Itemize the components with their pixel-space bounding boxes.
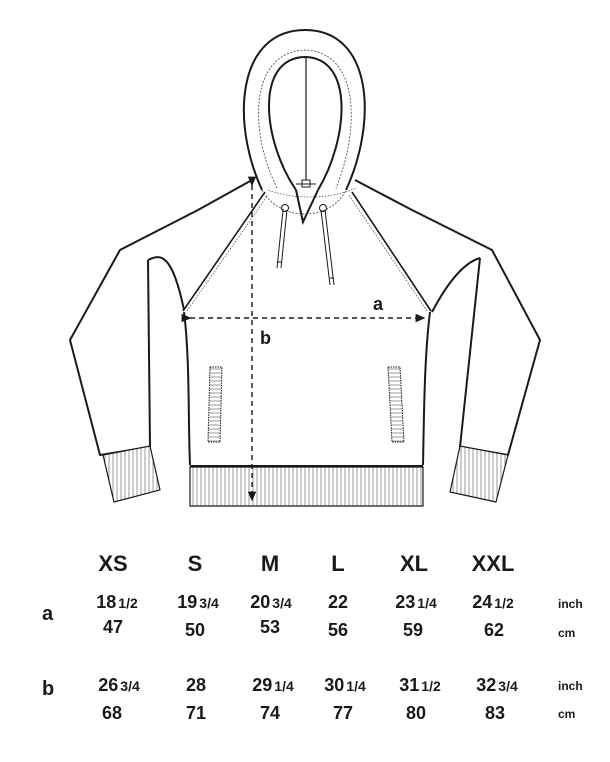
b-cm-s: 71 — [185, 703, 207, 723]
hood-outer — [242, 28, 366, 191]
value: 28 — [185, 675, 207, 695]
b-cm-xxl: 83 — [484, 703, 506, 723]
hoodie-diagram — [69, 28, 541, 507]
hood-stitching — [258, 49, 352, 189]
value: 19 — [177, 592, 198, 612]
right-cuff — [449, 445, 509, 503]
a-cm-xs: 47 — [102, 617, 124, 637]
pockets — [207, 366, 405, 443]
a-cm-xxl: 62 — [483, 620, 505, 640]
ribbing — [102, 445, 509, 507]
row-label-a: a — [42, 603, 54, 625]
b-inch-unit: inch — [558, 679, 583, 693]
value: 23 — [395, 592, 416, 612]
row-label-b: b — [42, 678, 55, 700]
left-cuff — [102, 445, 161, 503]
hem-band — [189, 466, 424, 507]
hood-inner — [268, 55, 343, 191]
fraction: 1/2 — [421, 678, 441, 694]
a-cm-xl: 59 — [402, 620, 424, 640]
a-cm-m: 53 — [259, 617, 281, 637]
a-cm-unit: cm — [558, 626, 576, 640]
size-header-xxl: XXL — [471, 551, 515, 576]
size-header-l: L — [331, 551, 345, 576]
value: 29 — [252, 675, 273, 695]
size-header-m: M — [260, 551, 280, 576]
a-inch-l: 22 — [328, 592, 348, 613]
measurement-label-b: b — [260, 328, 271, 348]
fraction: 1/2 — [118, 595, 138, 611]
size-header-xs: XS — [98, 551, 128, 576]
torso-right-side — [422, 311, 431, 466]
value: 26 — [98, 675, 119, 695]
b-cm-xl: 80 — [405, 703, 427, 723]
value: 22 — [327, 592, 349, 612]
b-cm-m: 74 — [259, 703, 281, 723]
torso-left-side — [183, 311, 191, 466]
drawstrings — [276, 204, 335, 286]
value: 18 — [96, 592, 117, 612]
left-pocket — [207, 366, 223, 443]
hood — [242, 28, 366, 226]
fraction: 3/4 — [199, 595, 219, 611]
measurement-label-a: a — [373, 294, 384, 314]
b-cm-xs: 68 — [101, 703, 123, 723]
value: 32 — [476, 675, 497, 695]
body-outline — [69, 179, 541, 467]
a-inch-unit: inch — [558, 597, 583, 611]
a-cm-l: 56 — [327, 620, 349, 640]
a-cm-s: 50 — [184, 620, 206, 640]
value: 31 — [399, 675, 420, 695]
fraction: 1/4 — [274, 678, 294, 694]
fraction: 1/2 — [494, 595, 514, 611]
b-cm-unit: cm — [558, 707, 576, 721]
left-sleeve — [69, 179, 253, 456]
b-inch-s: 28 — [186, 675, 206, 696]
size-header-xl: XL — [399, 551, 429, 576]
value: 24 — [472, 592, 493, 612]
fraction: 1/4 — [346, 678, 366, 694]
fraction: 3/4 — [272, 595, 292, 611]
value: 20 — [250, 592, 271, 612]
value: 30 — [324, 675, 345, 695]
b-cm-l: 77 — [332, 703, 354, 723]
fraction: 1/4 — [417, 595, 437, 611]
fraction: 3/4 — [120, 678, 140, 694]
size-header-s: S — [187, 551, 203, 576]
fraction: 3/4 — [498, 678, 518, 694]
right-pocket — [387, 366, 405, 443]
